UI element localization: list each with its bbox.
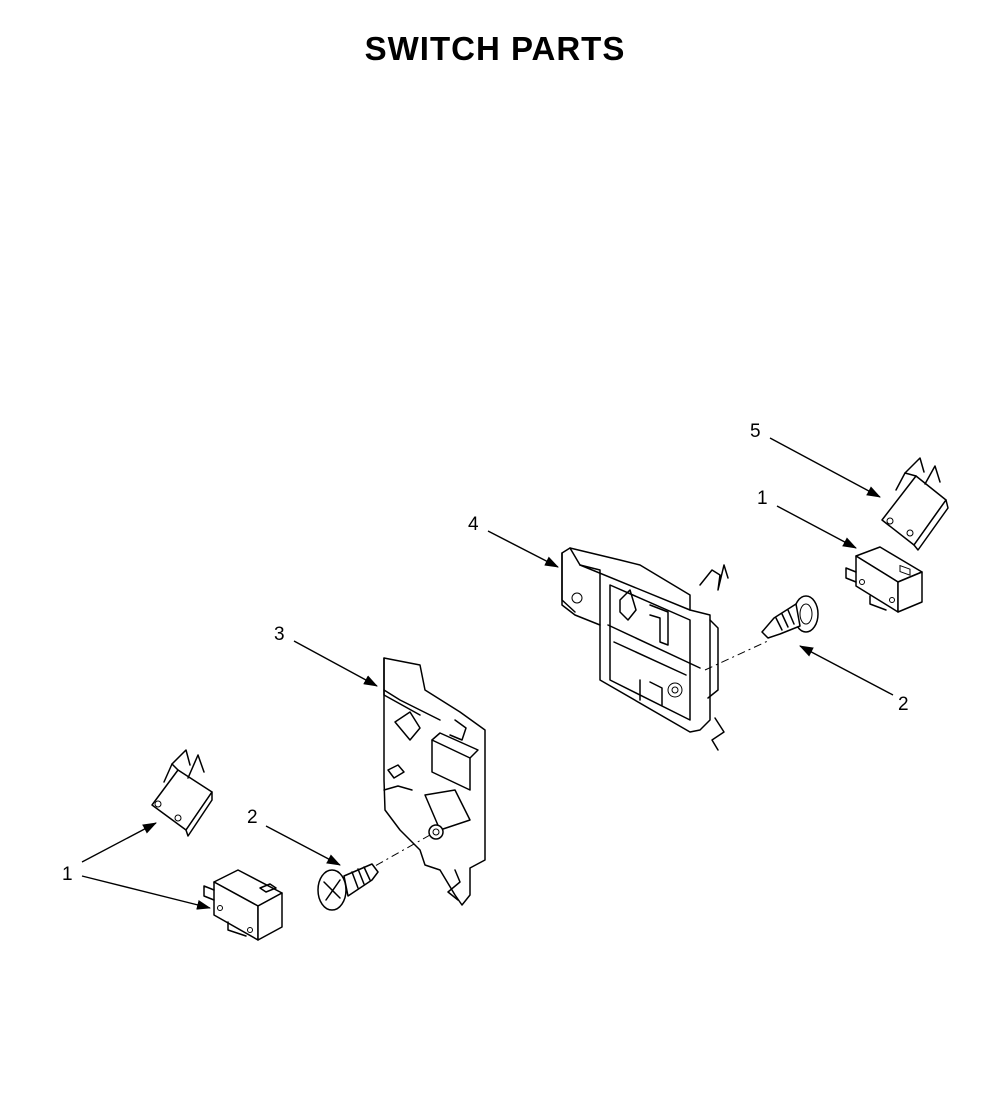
callout-3: 3 <box>274 624 285 645</box>
callout-5: 5 <box>750 421 761 442</box>
leader-arrow-1-left-upper <box>81 822 157 863</box>
micro-switch-part-1-left-upper <box>151 749 213 837</box>
callout-1-right: 1 <box>757 488 768 509</box>
micro-switch-part-1-right <box>845 546 923 613</box>
callout-1-left: 1 <box>62 864 73 885</box>
micro-switch-part-5 <box>881 457 949 551</box>
callout-4: 4 <box>468 514 479 535</box>
leader-arrow-1-right <box>776 505 857 549</box>
leader-arrow-5 <box>769 437 881 498</box>
leader-arrow-3 <box>293 640 378 687</box>
diagram-title: SWITCH PARTS <box>364 30 626 67</box>
leader-arrow-1-left-lower <box>81 875 211 910</box>
leader-arrow-2-right <box>799 645 894 696</box>
micro-switch-part-1-left-lower <box>203 869 283 941</box>
leader-arrow-4 <box>487 530 559 568</box>
switch-bracket-part-4 <box>561 547 729 751</box>
leader-arrow-2-left <box>265 825 341 866</box>
callout-2-right: 2 <box>898 694 909 715</box>
callout-2-left: 2 <box>247 807 258 828</box>
switch-bracket-part-3 <box>383 657 486 906</box>
screw-part-2-left <box>317 834 431 911</box>
screw-part-2-right <box>704 595 819 671</box>
